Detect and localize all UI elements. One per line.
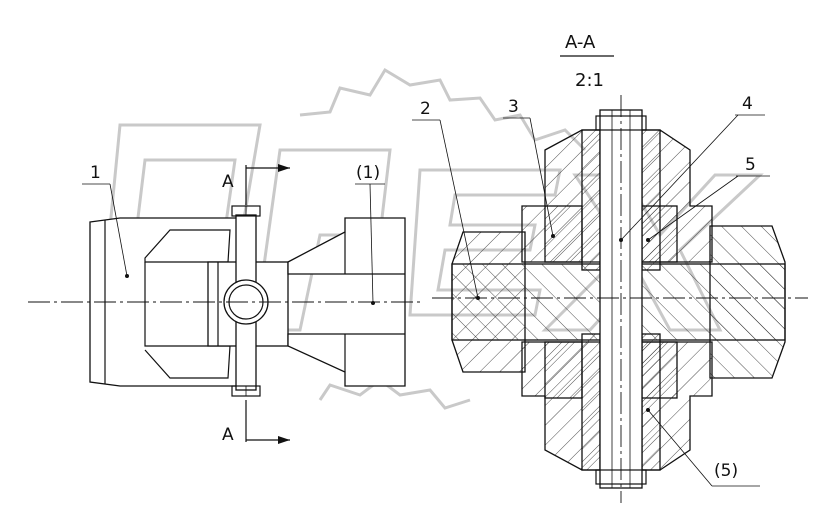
sleeve-lower-left xyxy=(581,333,601,471)
part-callouts: 1 (1) 2 3 4 5 (5) xyxy=(82,94,770,487)
section-view xyxy=(432,95,808,503)
bushing-upper-left xyxy=(544,205,583,263)
label-1-ref: (1) xyxy=(356,163,380,183)
label-5: 5 xyxy=(745,155,756,175)
sleeve-upper-left xyxy=(581,129,601,271)
cut-label-bottom: A xyxy=(222,425,234,445)
sleeve-upper-right xyxy=(641,129,661,271)
label-4: 4 xyxy=(742,94,753,114)
cardan-joint-view xyxy=(28,164,420,444)
cut-label-top: A xyxy=(222,172,234,192)
label-1: 1 xyxy=(90,163,101,183)
label-3: 3 xyxy=(508,97,519,117)
section-name: A-A xyxy=(565,32,596,53)
sleeve-lower-right xyxy=(641,333,661,471)
label-5-ref: (5) xyxy=(714,461,738,481)
label-2: 2 xyxy=(420,99,431,119)
bushing-lower-left xyxy=(544,341,583,399)
watermark-gear xyxy=(299,67,587,152)
section-title: A-A 2:1 xyxy=(560,32,614,91)
section-scale: 2:1 xyxy=(575,70,604,91)
